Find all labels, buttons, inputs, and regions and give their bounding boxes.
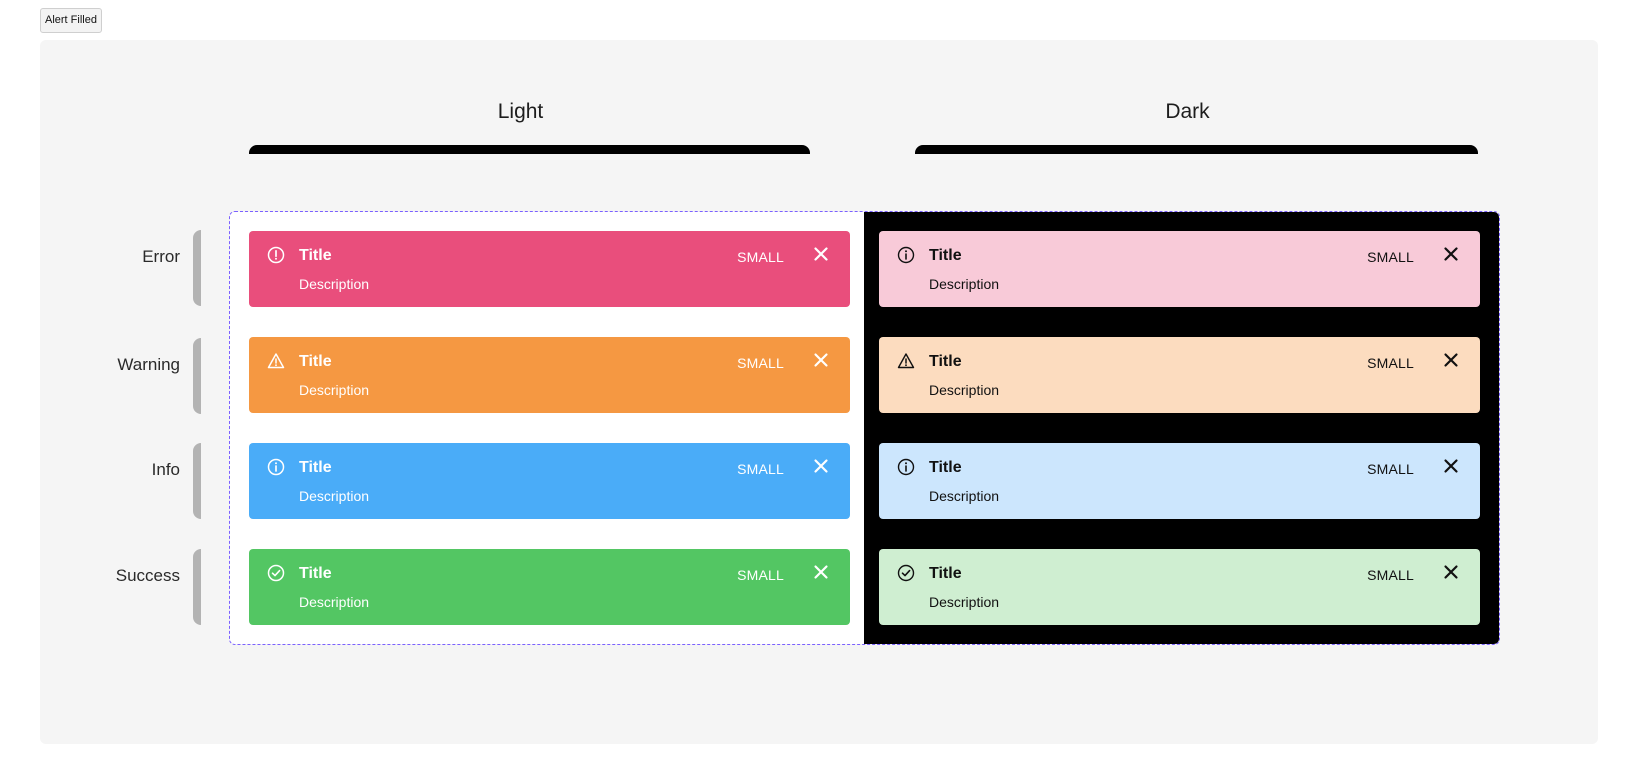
row-bracket-error bbox=[193, 230, 201, 306]
alert-description: Description bbox=[929, 488, 1000, 504]
alert-description: Description bbox=[299, 382, 370, 398]
close-icon[interactable] bbox=[1442, 457, 1460, 475]
check-circle-icon bbox=[897, 564, 915, 582]
frame-tag-button[interactable]: Alert Filled bbox=[40, 8, 102, 33]
exclamation-circle-icon bbox=[267, 246, 285, 264]
alert-size-label: SMALL bbox=[737, 567, 784, 583]
alert-light-warning: Title Description SMALL bbox=[249, 337, 850, 413]
alert-description: Description bbox=[929, 382, 1000, 398]
column-header-dark: Dark bbox=[1165, 100, 1210, 123]
info-circle-icon bbox=[897, 458, 915, 476]
row-label-warning: Warning bbox=[117, 355, 180, 374]
alert-title: Title bbox=[929, 247, 962, 264]
warning-triangle-icon bbox=[267, 353, 285, 369]
column-header-light: Light bbox=[497, 100, 544, 123]
row-bracket-success bbox=[193, 549, 201, 625]
column-bar-light bbox=[249, 145, 810, 154]
close-icon[interactable] bbox=[812, 563, 830, 581]
info-circle-icon bbox=[267, 458, 285, 476]
alert-size-label: SMALL bbox=[1367, 567, 1414, 583]
component-canvas: Light Dark Error Warning Info Success Ti… bbox=[40, 40, 1598, 744]
alert-title: Title bbox=[929, 353, 962, 370]
alert-light-success: Title Description SMALL bbox=[249, 549, 850, 625]
alert-description: Description bbox=[299, 488, 370, 504]
alert-size-label: SMALL bbox=[1367, 355, 1414, 371]
info-circle-icon bbox=[897, 246, 915, 264]
alert-dark-error: Title Description SMALL bbox=[879, 231, 1480, 307]
alert-description: Description bbox=[929, 276, 1000, 292]
alert-light-info: Title Description SMALL bbox=[249, 443, 850, 519]
alert-size-label: SMALL bbox=[737, 461, 784, 477]
alert-size-label: SMALL bbox=[1367, 249, 1414, 265]
close-icon[interactable] bbox=[1442, 563, 1460, 581]
close-icon[interactable] bbox=[812, 351, 830, 369]
row-bracket-info bbox=[193, 443, 201, 519]
alert-size-label: SMALL bbox=[1367, 461, 1414, 477]
row-label-error: Error bbox=[142, 247, 180, 266]
row-label-success: Success bbox=[115, 566, 180, 585]
check-circle-icon bbox=[267, 564, 285, 582]
row-bracket-warning bbox=[193, 338, 201, 414]
column-bar-dark bbox=[915, 145, 1478, 154]
variant-grid: Title Description SMALL Title Descriptio… bbox=[229, 211, 1500, 645]
close-icon[interactable] bbox=[1442, 351, 1460, 369]
alert-description: Description bbox=[929, 594, 1000, 610]
row-label-info: Info bbox=[151, 460, 180, 479]
alert-description: Description bbox=[299, 594, 370, 610]
alert-title: Title bbox=[929, 565, 962, 582]
alert-title: Title bbox=[929, 459, 962, 476]
alert-size-label: SMALL bbox=[737, 355, 784, 371]
alert-title: Title bbox=[299, 247, 332, 264]
alert-dark-info: Title Description SMALL bbox=[879, 443, 1480, 519]
alert-dark-success: Title Description SMALL bbox=[879, 549, 1480, 625]
close-icon[interactable] bbox=[1442, 245, 1460, 263]
close-icon[interactable] bbox=[812, 457, 830, 475]
alert-title: Title bbox=[299, 565, 332, 582]
alert-size-label: SMALL bbox=[737, 249, 784, 265]
close-icon[interactable] bbox=[812, 245, 830, 263]
alert-dark-warning: Title Description SMALL bbox=[879, 337, 1480, 413]
warning-triangle-icon bbox=[897, 353, 915, 369]
alert-description: Description bbox=[299, 276, 370, 292]
alert-title: Title bbox=[299, 459, 332, 476]
alert-title: Title bbox=[299, 353, 332, 370]
alert-light-error: Title Description SMALL bbox=[249, 231, 850, 307]
